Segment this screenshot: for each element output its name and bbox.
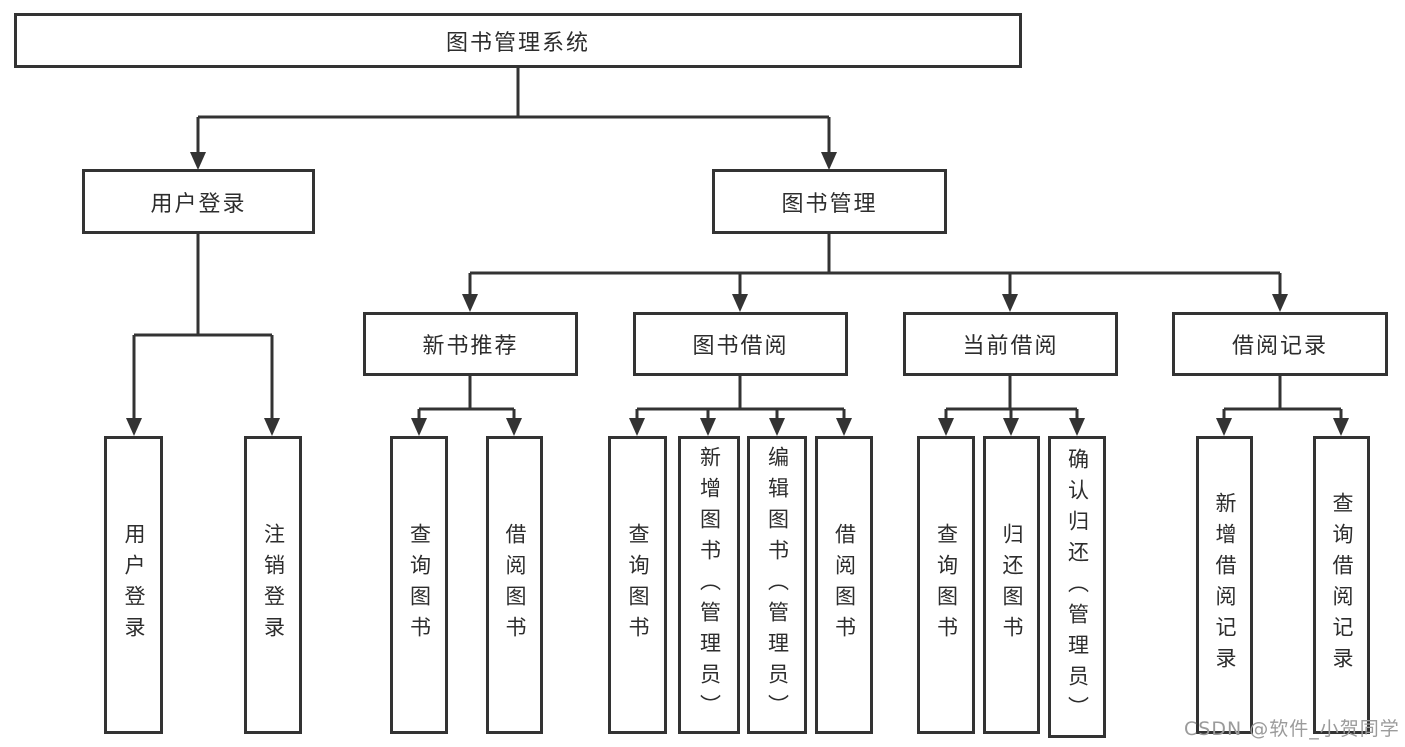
- arrowheads-user-login-leaves: [126, 418, 280, 436]
- leaf-records-add-record: 新增借阅记录: [1196, 436, 1253, 734]
- leaf-records-add-record-label: 新增借阅记录: [1213, 492, 1237, 678]
- arrowheads-book-borrow-leaves: [629, 418, 852, 436]
- connector-current-borrow-to-leaves: [944, 376, 1079, 419]
- node-book-borrow: 图书借阅: [633, 312, 848, 376]
- leaf-borrow-borrow-books-label: 借阅图书: [832, 523, 857, 647]
- node-new-book-recommend: 新书推荐: [363, 312, 578, 376]
- leaf-recommend-borrow-books-label: 借阅图书: [503, 523, 527, 647]
- node-book-borrow-label: 图书借阅: [692, 334, 789, 359]
- leaf-current-confirm-return: 确认归还（管理员）: [1048, 436, 1106, 738]
- leaf-borrow-add-books-label: 新增图书（管理员）: [697, 445, 722, 725]
- node-user-login-label: 用户登录: [150, 191, 247, 217]
- leaf-logout: 注销登录: [244, 436, 302, 734]
- node-current-borrow: 当前借阅: [903, 312, 1118, 376]
- connector-user-login-to-leaves: [132, 234, 274, 419]
- node-borrow-records: 借阅记录: [1172, 312, 1388, 376]
- connector-book-management-to-level3: [468, 234, 1282, 295]
- node-book-management-label: 图书管理: [781, 191, 878, 217]
- node-new-book-recommend-label: 新书推荐: [422, 334, 519, 359]
- leaf-borrow-edit-books: 编辑图书（管理员）: [747, 436, 807, 734]
- node-book-management: 图书管理: [712, 169, 947, 234]
- connector-root-to-level2: [196, 68, 831, 153]
- arrowheads-level3: [462, 294, 1288, 312]
- node-root-label: 图书管理系统: [445, 30, 590, 56]
- leaf-user-login-label: 用户登录: [122, 523, 146, 647]
- node-current-borrow-label: 当前借阅: [962, 334, 1059, 359]
- arrowheads-level2: [190, 152, 837, 170]
- leaf-current-query-books-label: 查询图书: [934, 523, 959, 647]
- connector-book-borrow-to-leaves: [635, 376, 846, 419]
- leaf-current-query-books: 查询图书: [917, 436, 975, 734]
- leaf-borrow-borrow-books: 借阅图书: [815, 436, 873, 734]
- leaf-borrow-add-books: 新增图书（管理员）: [678, 436, 740, 734]
- arrowheads-borrow-records-leaves: [1216, 418, 1349, 436]
- watermark: CSDN @软件_小贺同学: [1184, 718, 1400, 740]
- leaf-recommend-query-books: 查询图书: [390, 436, 448, 734]
- leaf-current-confirm-return-label: 确认归还（管理员）: [1065, 447, 1090, 727]
- arrowheads-new-book-recommend-leaves: [411, 418, 522, 436]
- leaf-current-return-books-label: 归还图书: [1000, 523, 1024, 647]
- leaf-recommend-borrow-books: 借阅图书: [486, 436, 543, 734]
- leaf-borrow-query-books-label: 查询图书: [626, 523, 650, 647]
- leaf-records-query-record-label: 查询借阅记录: [1330, 492, 1354, 678]
- leaf-current-return-books: 归还图书: [983, 436, 1040, 734]
- node-user-login: 用户登录: [82, 169, 315, 234]
- leaf-borrow-query-books: 查询图书: [608, 436, 667, 734]
- connector-new-book-recommend-to-leaves: [417, 376, 516, 419]
- leaf-records-query-record: 查询借阅记录: [1313, 436, 1370, 734]
- connector-borrow-records-to-leaves: [1222, 376, 1343, 419]
- node-borrow-records-label: 借阅记录: [1231, 334, 1328, 359]
- arrowheads-current-borrow-leaves: [938, 418, 1085, 436]
- leaf-recommend-query-books-label: 查询图书: [407, 523, 432, 647]
- node-root: 图书管理系统: [14, 13, 1022, 68]
- leaf-user-login: 用户登录: [104, 436, 163, 734]
- leaf-borrow-edit-books-label: 编辑图书（管理员）: [765, 445, 790, 725]
- leaf-logout-label: 注销登录: [261, 523, 286, 647]
